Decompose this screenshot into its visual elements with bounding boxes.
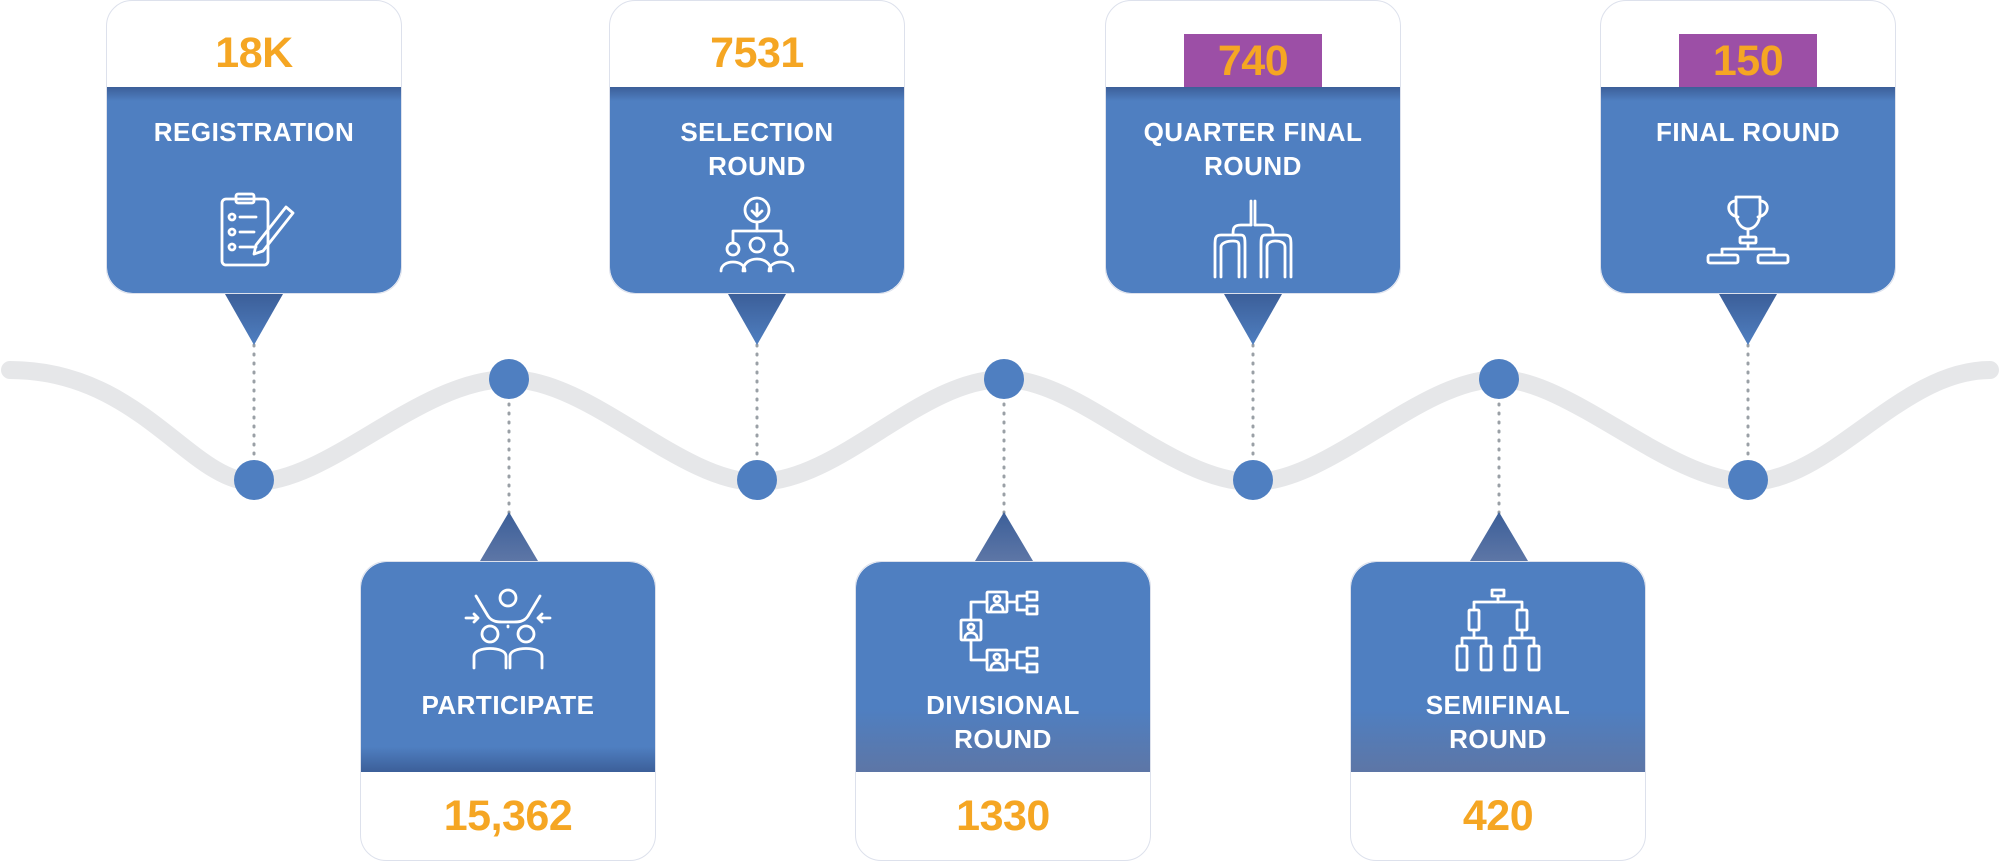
stage-count-registration: 18K	[215, 29, 293, 77]
bracket-fork-icon	[1207, 197, 1299, 279]
stage-count-quarter-final: 740	[1184, 34, 1322, 92]
clipboard-pen-icon	[208, 191, 300, 271]
stage-card-final: 150 FINAL ROUND	[1600, 0, 1896, 294]
stage-card-participate: PARTICIPATE 15,362	[360, 561, 656, 861]
node-divisional	[984, 359, 1024, 399]
crowd-icon	[462, 588, 554, 672]
stage-label-divisional: DIVISIONAL ROUND	[926, 690, 1080, 754]
stage-card-divisional: DIVISIONAL ROUND 1330	[855, 561, 1151, 861]
stage-count-final: 150	[1679, 34, 1817, 92]
stage-panel-final: FINAL ROUND	[1601, 87, 1895, 293]
stage-panel-selection: SELECTION ROUND	[610, 87, 904, 293]
group-selection-icon	[711, 195, 803, 275]
node-semifinal	[1479, 359, 1519, 399]
trophy-icon	[1702, 191, 1794, 271]
node-registration	[234, 460, 274, 500]
stage-panel-divisional: DIVISIONAL ROUND	[856, 562, 1150, 772]
stage-count-selection: 7531	[710, 29, 804, 77]
stage-label-registration: REGISTRATION	[153, 117, 355, 147]
stage-count-semifinal: 420	[1462, 792, 1534, 840]
stage-card-selection: 7531 SELECTION ROUND	[609, 0, 905, 294]
stage-count-divisional: 1330	[956, 792, 1050, 840]
pointer-divisional	[975, 512, 1033, 561]
pointer-selection	[728, 294, 786, 345]
stage-label-final: FINAL ROUND	[1655, 117, 1841, 147]
stage-card-quarter-final: 740 QUARTER FINAL ROUND	[1105, 0, 1401, 294]
stage-label-quarter-final: QUARTER FINAL ROUND	[1143, 117, 1363, 181]
node-final	[1728, 460, 1768, 500]
node-quarter	[1233, 460, 1273, 500]
stage-count-participate: 15,362	[443, 792, 573, 840]
division-bracket-icon	[957, 588, 1049, 674]
stage-panel-participate: PARTICIPATE	[361, 562, 655, 772]
stage-panel-registration: REGISTRATION	[107, 87, 401, 293]
stage-panel-semifinal: SEMIFINAL ROUND	[1351, 562, 1645, 772]
stage-label-semifinal: SEMIFINAL ROUND	[1425, 690, 1571, 754]
tournament-tree-icon	[1452, 588, 1544, 674]
stage-label-participate: PARTICIPATE	[421, 690, 595, 720]
stage-panel-quarter-final: QUARTER FINAL ROUND	[1106, 87, 1400, 293]
pointer-semifinal	[1470, 512, 1528, 561]
node-participate	[489, 359, 529, 399]
stage-card-registration: 18K REGISTRATION	[106, 0, 402, 294]
pointer-participate	[480, 512, 538, 561]
stage-label-selection: SELECTION ROUND	[680, 117, 834, 181]
pointer-final	[1719, 294, 1777, 345]
node-selection	[737, 460, 777, 500]
stage-card-semifinal: SEMIFINAL ROUND 420	[1350, 561, 1646, 861]
pointer-registration	[225, 294, 283, 345]
pointer-quarter	[1224, 294, 1282, 345]
